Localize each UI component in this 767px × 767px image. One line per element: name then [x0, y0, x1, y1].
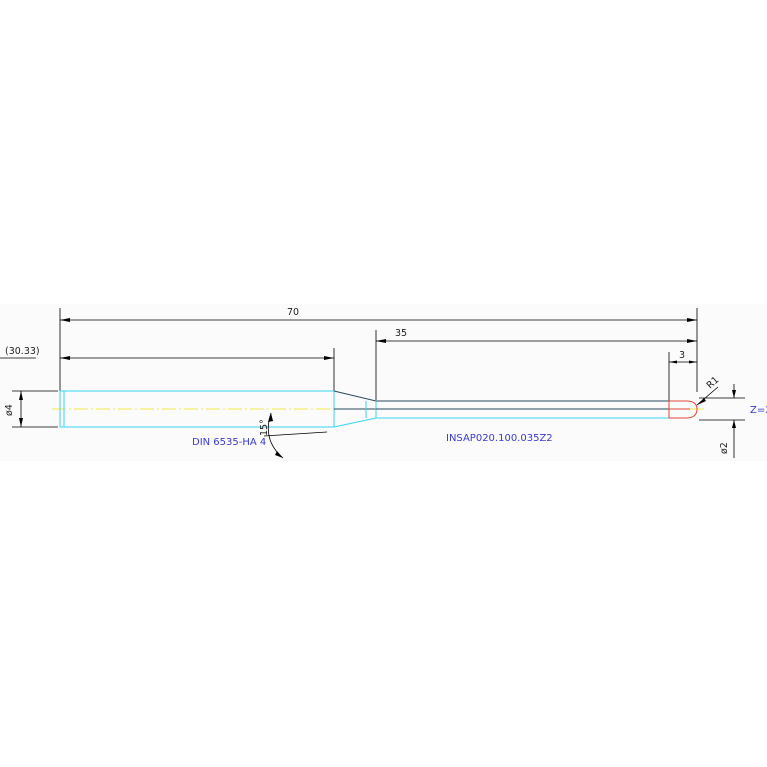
tool-taper: [333, 390, 377, 428]
dimension-tip-length: 3: [668, 350, 697, 402]
shank-standard-label: DIN 6535-HA 4: [192, 437, 266, 448]
dim-taper-angle-text: 15°: [259, 419, 270, 436]
dim-reduced-length-text: 35: [395, 328, 407, 339]
part-number-label: INSAP020.100.035Z2: [446, 433, 553, 444]
dim-tip-length-text: 3: [679, 350, 685, 361]
dimension-reduced-length: 35: [375, 328, 697, 400]
dimension-shank-length: (30.33): [0, 346, 335, 392]
dimension-taper-angle: 15°: [259, 412, 328, 459]
drawing-band: [0, 304, 767, 461]
flute-count-label: Z=2: [750, 405, 767, 416]
tool-cutting-tip: [668, 400, 698, 419]
dimension-tip-diameter: ø2: [699, 384, 745, 458]
dim-shank-length-text: (30.33): [5, 346, 40, 357]
dim-overall-length-text: 70: [287, 307, 299, 318]
dim-shank-diameter-text: ø4: [4, 404, 15, 416]
tool-neck: [376, 400, 669, 419]
dimension-shank-diameter: ø4: [4, 390, 58, 428]
dimension-overall-length: 70: [59, 307, 698, 392]
dim-tip-diameter-text: ø2: [719, 442, 730, 454]
